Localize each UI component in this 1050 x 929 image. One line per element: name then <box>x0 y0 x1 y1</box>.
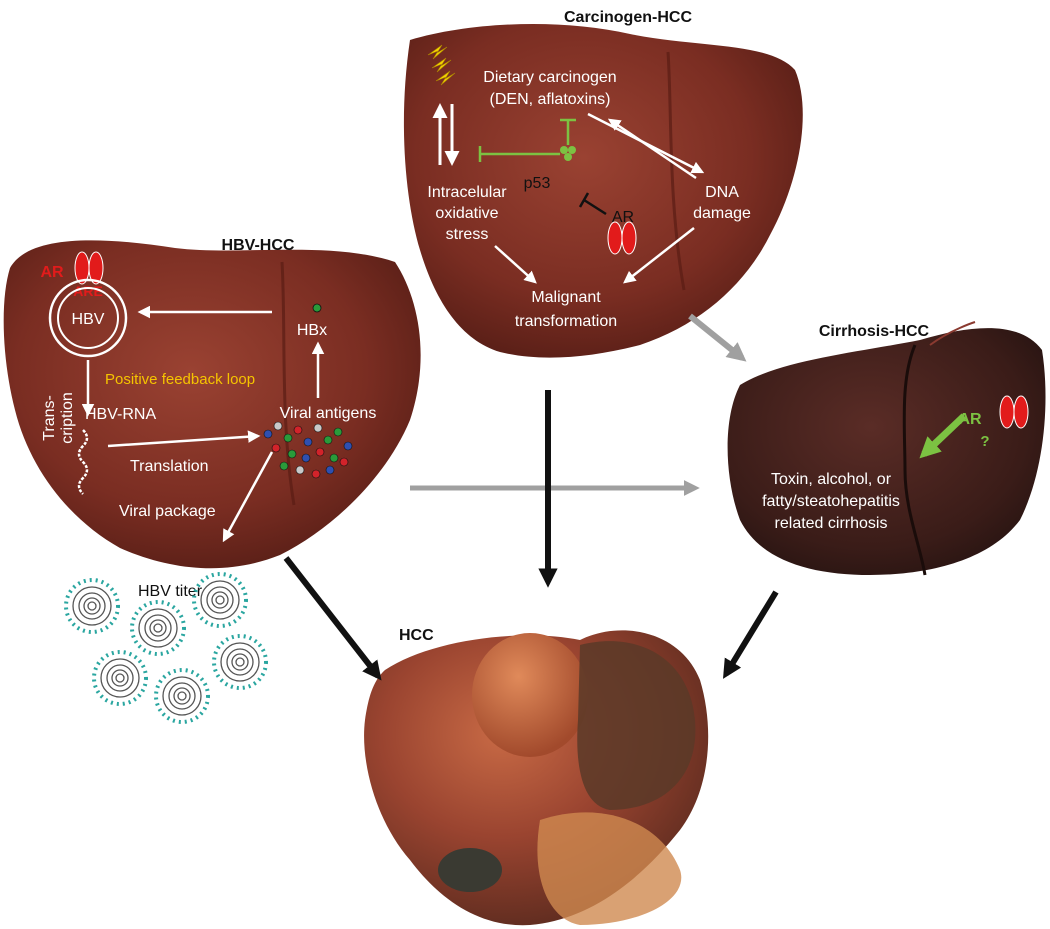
dna-to-malignant-arrow <box>623 227 695 284</box>
positive-feedback-label: Positive feedback loop <box>105 371 255 388</box>
viral-package-arrow <box>222 451 274 543</box>
carcinogen-title: Carcinogen-HCC <box>564 9 692 26</box>
cirrhosis-to-hcc-arrow <box>723 590 779 679</box>
translation-label: Translation <box>130 458 209 475</box>
hcc-liver <box>364 630 709 926</box>
dna-damage-line1: DNA <box>705 184 739 201</box>
malignant-transformation-line2: transformation <box>515 313 617 330</box>
oxidative-stress-line3: stress <box>446 226 489 243</box>
viral-antigens-label: Viral antigens <box>280 405 377 422</box>
hbx-dot-icon <box>312 303 322 313</box>
malignant-transformation-line1: Malignant <box>531 289 601 306</box>
cirrhosis-ar-label: AR <box>958 411 982 428</box>
hbv-rna-label: HBV-RNA <box>85 406 156 423</box>
cirrhosis-title: Cirrhosis-HCC <box>819 323 930 340</box>
hbv-to-hcc-arrow <box>283 556 382 681</box>
hbv-hcc-title: HBV-HCC <box>222 237 295 254</box>
hbv-ar-receptor-icon <box>74 251 104 285</box>
carcinogen-to-cirrhosis-arrow <box>688 313 747 362</box>
cirrhosis-cause-line1: Toxin, alcohol, or <box>771 471 892 488</box>
viral-antigen-dots <box>263 421 353 479</box>
transcription-label-2: cription <box>59 392 76 444</box>
question-mark-label: ? <box>980 433 989 450</box>
hbv-titer-label: HBV titer <box>138 583 203 600</box>
cirrhosis-cause-line3: related cirrhosis <box>775 515 888 532</box>
p53-label: p53 <box>524 175 551 192</box>
are-label: ARE <box>73 283 103 299</box>
hbv-ar-label: AR <box>40 264 64 281</box>
cirrhosis-ar-receptor-icon <box>999 395 1029 429</box>
hcc-title: HCC <box>399 627 434 644</box>
ar-receptor-icon <box>607 221 637 255</box>
viral-package-label: Viral package <box>119 503 216 520</box>
hbv-rna-strand-icon <box>77 429 89 495</box>
carcinogen-liver <box>403 23 803 358</box>
dna-damage-line2: damage <box>693 205 751 222</box>
hbv-genome-icon <box>48 278 128 358</box>
oxidative-stress-line1: Intracelular <box>427 184 507 201</box>
hbx-label: HBx <box>297 322 327 339</box>
lightning-icon <box>427 44 456 86</box>
p53-inhibition <box>478 118 576 162</box>
transcription-label-1: Trans- <box>41 395 58 441</box>
stress-to-malignant-arrow <box>494 245 537 284</box>
translation-arrow <box>107 430 261 448</box>
oxidative-stress-line2: oxidative <box>435 205 498 222</box>
cirrhosis-liver <box>727 321 1046 576</box>
ar-inhibits-p53 <box>578 192 607 216</box>
ar-green-arrow <box>919 413 967 459</box>
dna-to-carcinogen-arrow <box>607 118 697 180</box>
hbv-label: HBV <box>72 311 105 328</box>
dietary-carcinogen-examples: (DEN, aflatoxins) <box>490 91 611 108</box>
cirrhosis-cause-line2: fatty/steatohepatitis <box>762 493 900 510</box>
dietary-carcinogen-label: Dietary carcinogen <box>483 69 616 86</box>
hbv-liver <box>3 240 421 569</box>
